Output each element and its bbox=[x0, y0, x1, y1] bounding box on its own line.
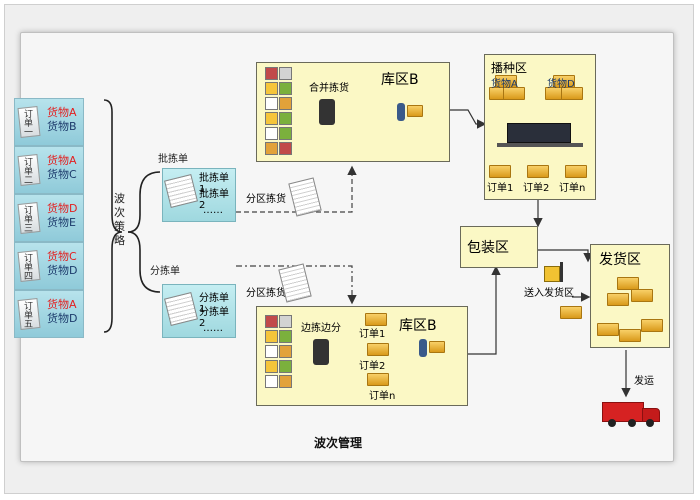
strategy-to-batch-line bbox=[127, 171, 161, 233]
worker-cart-icon bbox=[397, 101, 427, 123]
box-icon bbox=[367, 373, 389, 386]
shelf-grid bbox=[265, 67, 305, 157]
split-list-title: 分拣单 bbox=[150, 266, 180, 277]
goods-pile-icon bbox=[545, 75, 589, 103]
order-card: 订单四 货物C 货物D bbox=[14, 242, 84, 290]
combine-pick-label: 合并拣货 bbox=[309, 83, 349, 94]
goods-pile-icon bbox=[489, 75, 527, 103]
pick-paper-icon bbox=[164, 174, 198, 208]
wave-strategy-label: 波次策略 bbox=[114, 192, 125, 247]
packing-zone: 包装区 bbox=[460, 226, 538, 268]
packing-to-shipping-line bbox=[538, 249, 593, 263]
order-goods-2: 货物C bbox=[47, 168, 77, 181]
shipping-zone: 发货区 bbox=[590, 244, 670, 348]
box-icon bbox=[631, 289, 653, 302]
batch-item-more: …… bbox=[203, 205, 223, 216]
truck-icon bbox=[602, 400, 662, 427]
sorting-goods-1: 货物A bbox=[491, 79, 518, 90]
order-goods-2: 货物D bbox=[47, 312, 78, 325]
sorting-goods-2: 货物D bbox=[547, 79, 575, 90]
zone-bottom-order-1: 订单1 bbox=[359, 329, 386, 340]
zone-bottom-order-2: 订单2 bbox=[359, 361, 386, 372]
box-icon bbox=[365, 313, 387, 326]
order-label: 订单二 bbox=[22, 157, 32, 184]
order-card: 订单二 货物A 货物C bbox=[14, 146, 84, 194]
box-icon bbox=[619, 329, 641, 342]
sorting-wall-icon bbox=[507, 123, 571, 143]
zone-bottom-title: 库区B bbox=[399, 318, 437, 334]
split-item-1: 分拣单1 bbox=[199, 293, 229, 315]
order-card: 订单三 货物D 货物E bbox=[14, 194, 84, 242]
order-label: 订单一 bbox=[22, 109, 32, 136]
box-icon bbox=[597, 323, 619, 336]
order-goods-1: 货物D bbox=[47, 202, 78, 215]
box-icon bbox=[565, 165, 587, 178]
zone-pick-label-top: 分区拣货 bbox=[246, 194, 286, 205]
order-goods-1: 货物A bbox=[47, 298, 77, 311]
zone-pick-label-bottom: 分区拣货 bbox=[246, 288, 286, 299]
order-goods-1: 货物A bbox=[47, 154, 77, 167]
split-item-more: …… bbox=[203, 323, 223, 334]
conveyor-icon bbox=[497, 143, 583, 147]
sorting-zone: 播种区 货物A 货物D 订单1 订单2 订单n bbox=[484, 54, 596, 200]
zone-top-title: 库区B bbox=[381, 72, 419, 88]
sorting-order-1: 订单1 bbox=[487, 183, 514, 194]
box-icon bbox=[641, 319, 663, 332]
sorting-order-n: 订单n bbox=[559, 183, 586, 194]
diagram-title: 波次管理 bbox=[314, 436, 363, 450]
batch-item-2: 批拣单2 bbox=[199, 189, 229, 211]
send-to-shipping-label: 送入发货区 bbox=[524, 288, 574, 299]
box-icon bbox=[367, 343, 389, 356]
box-icon bbox=[489, 165, 511, 178]
shipping-zone-title: 发货区 bbox=[599, 252, 641, 268]
strategy-to-split-line bbox=[127, 231, 161, 293]
sorting-order-2: 订单2 bbox=[523, 183, 550, 194]
side-pick-label: 边拣边分 bbox=[301, 323, 341, 334]
order-brace bbox=[103, 99, 123, 333]
order-goods-1: 货物C bbox=[47, 250, 77, 263]
zone-top-to-sorting-line bbox=[448, 109, 487, 129]
zone-top: 合并拣货 库区B bbox=[256, 62, 450, 162]
packing-zone-title: 包装区 bbox=[467, 240, 509, 256]
order-label: 订单四 bbox=[22, 253, 32, 280]
pick-paper-icon bbox=[164, 292, 198, 326]
order-goods-2: 货物E bbox=[47, 216, 76, 229]
order-goods-2: 货物B bbox=[47, 120, 77, 133]
box-icon bbox=[607, 293, 629, 306]
forklift-icon bbox=[544, 262, 566, 284]
sorting-zone-title: 播种区 bbox=[491, 61, 528, 75]
order-card: 订单一 货物A 货物B bbox=[14, 98, 84, 146]
scanner-icon bbox=[319, 99, 335, 125]
split-to-zone-bottom-line bbox=[236, 265, 357, 305]
order-goods-2: 货物D bbox=[47, 264, 78, 277]
batch-to-zone-top-line bbox=[236, 165, 357, 213]
zone-bottom: 边拣边分 订单1 订单2 订单n 库区B bbox=[256, 306, 468, 406]
zone-bottom-order-n: 订单n bbox=[369, 391, 396, 402]
batch-item-1: 批拣单1 bbox=[199, 173, 229, 195]
order-label: 订单三 bbox=[22, 205, 32, 232]
scanner-icon bbox=[313, 339, 329, 365]
order-card: 订单五 货物A 货物D bbox=[14, 290, 84, 338]
split-pick-card: 分拣单1 分拣单2 …… bbox=[162, 284, 236, 338]
worker-cart-icon bbox=[419, 337, 449, 359]
order-label: 订单五 bbox=[22, 301, 32, 328]
batch-pick-card: 批拣单1 批拣单2 …… bbox=[162, 168, 236, 222]
box-icon bbox=[617, 277, 639, 290]
box-icon bbox=[527, 165, 549, 178]
order-goods-1: 货物A bbox=[47, 106, 77, 119]
split-item-2: 分拣单2 bbox=[199, 307, 229, 329]
zone-bottom-to-packing-line bbox=[468, 265, 501, 355]
batch-list-title: 批拣单 bbox=[158, 154, 188, 165]
shelf-grid bbox=[265, 315, 305, 405]
box-icon bbox=[560, 306, 582, 319]
ship-label: 发运 bbox=[634, 376, 654, 387]
